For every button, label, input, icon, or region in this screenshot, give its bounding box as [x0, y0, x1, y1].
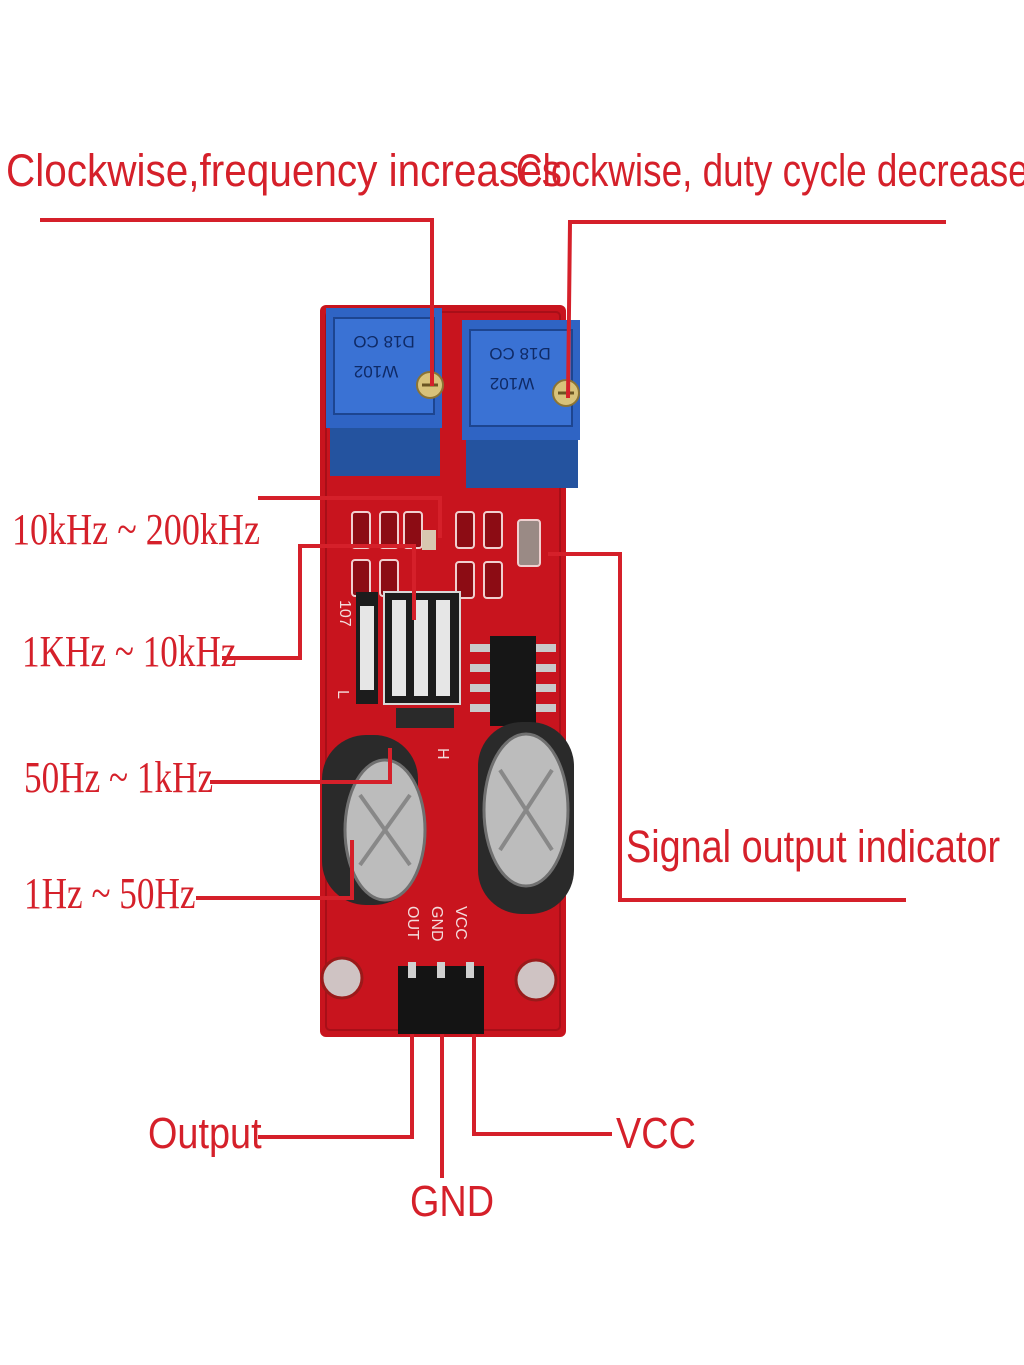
duty-knob-label: Clockwise, duty cycle decreases — [516, 145, 1024, 196]
signal-indicator-label: Signal output indicator — [626, 821, 1001, 872]
leader-vcc — [472, 1034, 612, 1136]
frequency-trimmer: D18 CO W102 — [326, 308, 444, 476]
range-label-1khz-10khz: 1KHz ~ 10kHz — [22, 627, 237, 676]
capacitor-left — [322, 735, 427, 905]
vcc-pin-label: VCC — [616, 1109, 696, 1158]
smd-pads — [351, 511, 503, 599]
range-label-10khz-200khz: 10kHz ~ 200kHz — [12, 505, 260, 554]
timer-ic — [470, 636, 556, 726]
range-jumper-header — [356, 591, 461, 728]
leader-range-4 — [196, 840, 354, 900]
leader-range-2 — [222, 544, 416, 660]
leader-freq — [40, 218, 434, 386]
leader-output — [258, 1034, 414, 1139]
signal-led — [517, 519, 541, 567]
silk-h: H — [434, 748, 451, 760]
freq-knob-label: Clockwise,frequency increases — [6, 145, 562, 196]
silk-l: L — [334, 690, 351, 699]
pot-code-2: D18 CO — [489, 344, 550, 363]
leader-duty — [566, 220, 946, 399]
pin-header — [398, 962, 484, 1034]
silk-out: OUT — [404, 906, 421, 940]
mount-hole-left — [320, 956, 364, 1000]
leader-range-3 — [210, 748, 392, 784]
leader-range-1 — [258, 496, 442, 538]
mount-hole-right — [514, 958, 558, 1002]
duty-trimmer: D18 CO W102 — [462, 320, 580, 488]
silk-gnd: GND — [428, 906, 445, 942]
silk-107: 107 — [336, 600, 353, 627]
pot-marking-1: W102 — [354, 362, 398, 381]
range-label-1hz-50hz: 1Hz ~ 50Hz — [24, 869, 196, 918]
capacitor-right — [478, 722, 574, 914]
gnd-pin-label: GND — [410, 1177, 495, 1226]
pot-code-1: D18 CO — [353, 332, 414, 351]
leader-indicator — [548, 552, 906, 902]
range-label-50hz-1khz: 50Hz ~ 1kHz — [24, 753, 214, 802]
output-pin-label: Output — [148, 1109, 262, 1158]
pot-marking-2: W102 — [490, 374, 534, 393]
silk-vcc: VCC — [452, 906, 469, 940]
smd-cap — [422, 530, 436, 550]
